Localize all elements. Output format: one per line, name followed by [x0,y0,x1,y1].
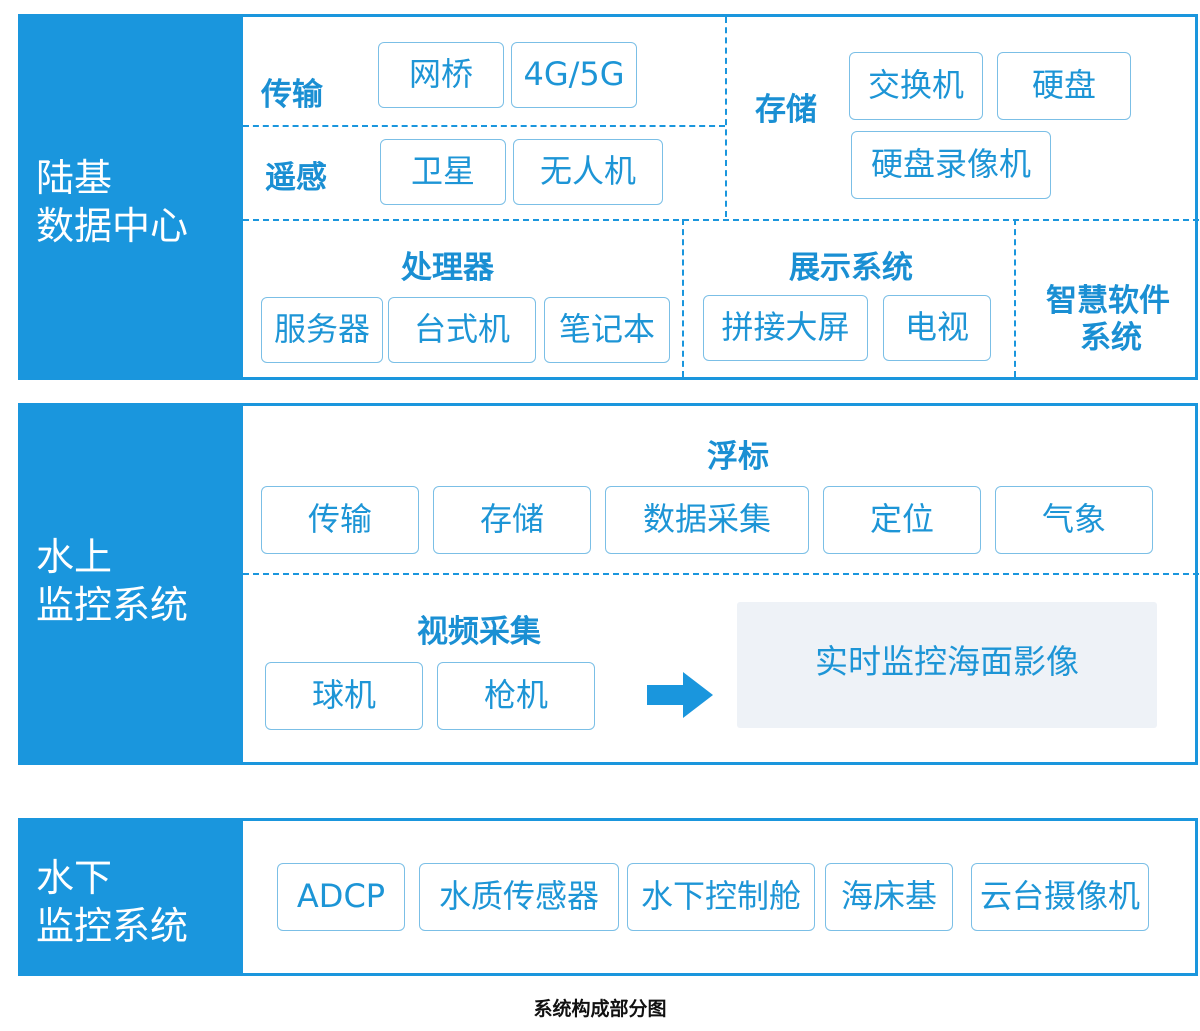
land-section-title: 陆基 数据中心 [18,14,240,380]
box-water-quality-sensor: 水质传感器 [419,863,619,931]
underwater-title-line2: 监控系统 [36,904,189,948]
underwater-monitoring-section: 水下 监控系统 ADCP 水质传感器 水下控制舱 海床基 云台摄像机 [18,818,1198,976]
arrow-right-icon [647,672,713,718]
land-data-center-section: 陆基 数据中心 传输 网桥 4G/5G 遥感 卫星 无人机 存储 交换机 硬盘 … [18,14,1199,380]
box-bridge: 网桥 [378,42,504,108]
display-label: 展示系统 [789,250,913,286]
box-buoy-weather: 气象 [995,486,1153,554]
surface-section-title: 水上 监控系统 [18,403,240,765]
surface-title-line2: 监控系统 [36,583,189,627]
remote-sensing-label: 遥感 [265,160,327,196]
software-label-line1: 智慧软件 [1046,283,1170,319]
divider-upper-lower [243,219,1199,221]
video-label: 视频采集 [417,614,541,650]
surface-title-line1: 水上 [36,535,113,579]
box-switch: 交换机 [849,52,983,120]
transmission-label: 传输 [261,77,323,113]
box-laptop: 笔记本 [544,297,670,363]
underwater-title-line1: 水下 [36,856,113,900]
divider-top-vertical [725,17,727,217]
divider-display-software [1014,219,1016,377]
box-dome-camera: 球机 [265,662,423,730]
surface-panel: 浮标 传输 存储 数据采集 定位 气象 视频采集 球机 枪机 实时监控海面影像 [240,403,1199,765]
box-bullet-camera: 枪机 [437,662,595,730]
divider-transmission-sensing [243,125,725,127]
box-4g5g: 4G/5G [511,42,637,108]
processor-label: 处理器 [401,250,494,286]
box-underwater-control-cabin: 水下控制舱 [627,863,815,931]
storage-label: 存储 [755,92,817,128]
divider-buoy-video [243,573,1199,575]
underwater-panel: ADCP 水质传感器 水下控制舱 海床基 云台摄像机 [240,818,1198,976]
box-server: 服务器 [261,297,383,363]
box-buoy-transmission: 传输 [261,486,419,554]
box-drone: 无人机 [513,139,663,205]
underwater-section-title: 水下 监控系统 [18,818,240,976]
divider-processor-display [682,219,684,377]
box-buoy-data-acquisition: 数据采集 [605,486,809,554]
box-ptz-camera: 云台摄像机 [971,863,1149,931]
land-panel: 传输 网桥 4G/5G 遥感 卫星 无人机 存储 交换机 硬盘 硬盘录像机 处理… [240,14,1199,380]
box-seabed-base: 海床基 [825,863,953,931]
surface-monitoring-section: 水上 监控系统 浮标 传输 存储 数据采集 定位 气象 视频采集 球机 枪机 实… [18,403,1199,765]
box-tv: 电视 [883,295,991,361]
box-nvr: 硬盘录像机 [851,131,1051,199]
land-title-line2: 数据中心 [36,204,189,248]
buoy-label: 浮标 [707,439,769,475]
box-buoy-positioning: 定位 [823,486,981,554]
box-adcp: ADCP [277,863,405,931]
figure-caption: 系统构成部分图 [533,998,667,1020]
box-video-wall: 拼接大屏 [703,295,868,361]
box-buoy-storage: 存储 [433,486,591,554]
software-label-line2: 系统 [1080,320,1142,356]
land-title-line1: 陆基 [36,156,113,200]
box-desktop: 台式机 [388,297,536,363]
realtime-monitoring-panel: 实时监控海面影像 [737,602,1157,728]
box-hard-disk: 硬盘 [997,52,1131,120]
box-satellite: 卫星 [380,139,506,205]
